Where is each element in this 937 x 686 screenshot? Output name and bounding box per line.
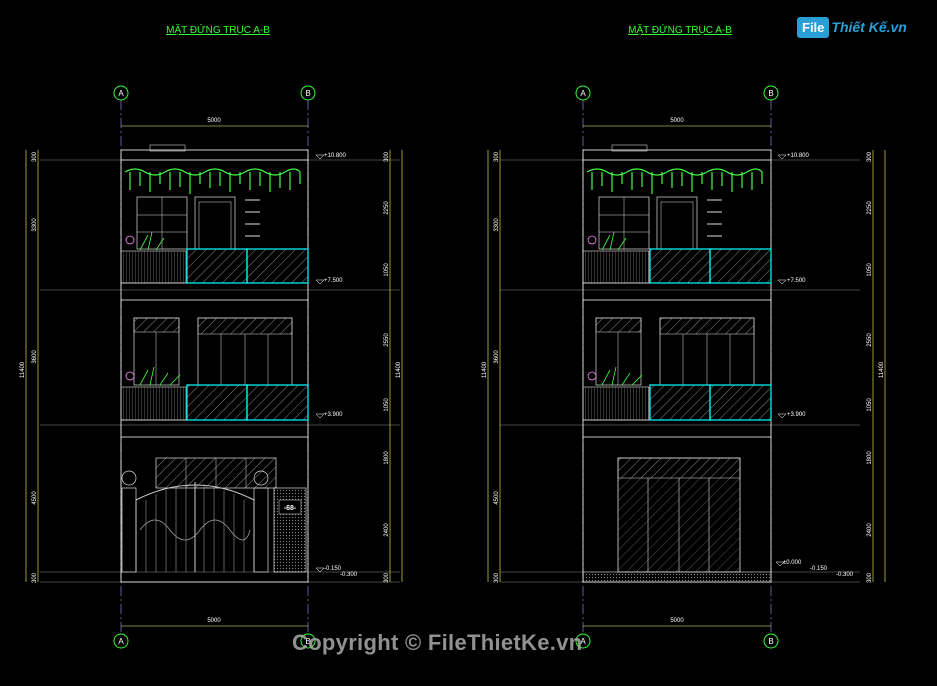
svg-text:1050: 1050 <box>384 398 390 412</box>
right-dims: 300 2250 1050 2550 1050 1800 2400 300 11… <box>384 151 402 583</box>
svg-text:2250: 2250 <box>384 201 390 215</box>
svg-text:300: 300 <box>384 572 390 583</box>
svg-text:2400: 2400 <box>384 523 390 537</box>
svg-text:+10.800: +10.800 <box>787 153 810 159</box>
left-dims: 300 3300 3600 4500 300 11400 <box>20 151 38 583</box>
svg-text:11400: 11400 <box>879 361 885 378</box>
elevation-right: MẶT ĐỨNG TRỤC A-B A B A B 5000 5000 <box>482 23 886 649</box>
svg-text:2400: 2400 <box>867 523 873 537</box>
svg-text:1050: 1050 <box>867 263 873 277</box>
svg-text:1050: 1050 <box>867 398 873 412</box>
svg-text:300: 300 <box>32 151 38 162</box>
svg-text:4500: 4500 <box>32 491 38 505</box>
svg-text:A: A <box>118 89 124 98</box>
svg-text:-0.150: -0.150 <box>324 566 342 572</box>
iron-gate <box>121 470 269 573</box>
svg-text:B: B <box>768 89 773 98</box>
svg-text:300: 300 <box>867 572 873 583</box>
width-dim-bottom: 5000 <box>670 618 684 624</box>
house-number: -68- <box>284 505 297 512</box>
svg-text:-0.300: -0.300 <box>340 572 358 578</box>
axis-bubble-b-bottom: B <box>300 633 316 649</box>
logo-rest-text: Thiết Kế.vn <box>831 19 907 35</box>
svg-text:B: B <box>768 637 773 646</box>
level-markers: +10.800 +7.500 +3.900 -0.150 -0.300 <box>324 153 358 578</box>
svg-text:3600: 3600 <box>32 350 38 364</box>
svg-text:+10.800: +10.800 <box>324 153 347 159</box>
svg-text:±0.000: ±0.000 <box>783 560 802 566</box>
svg-text:2250: 2250 <box>867 201 873 215</box>
svg-text:300: 300 <box>494 572 500 583</box>
svg-text:+3.900: +3.900 <box>324 412 343 418</box>
svg-text:1050: 1050 <box>384 263 390 277</box>
svg-text:2550: 2550 <box>384 333 390 347</box>
svg-text:300: 300 <box>494 151 500 162</box>
axis-bubble-a-bottom: A <box>575 633 591 649</box>
svg-text:4500: 4500 <box>494 491 500 505</box>
svg-text:A: A <box>580 89 586 98</box>
svg-text:3600: 3600 <box>494 350 500 364</box>
width-dim-top: 5000 <box>670 118 684 124</box>
axis-bubble-b-bottom: B <box>763 633 779 649</box>
svg-text:A: A <box>580 637 586 646</box>
site-logo: File Thiết Kế.vn <box>797 14 909 40</box>
svg-text:+7.500: +7.500 <box>787 278 806 284</box>
logo-box-text: File <box>797 16 830 38</box>
svg-text:300: 300 <box>867 151 873 162</box>
svg-text:1800: 1800 <box>867 451 873 465</box>
level-markers: +10.800 +7.500 +3.900 ±0.000 -0.150 -0.3… <box>783 153 854 578</box>
right-dims: 300 2250 1050 2550 1050 1800 2400 300 11… <box>867 151 885 583</box>
width-dim-bottom: 5000 <box>207 618 221 624</box>
axis-bubble-a-top: A <box>113 85 129 101</box>
svg-text:A: A <box>118 637 124 646</box>
svg-text:B: B <box>305 637 310 646</box>
svg-text:+3.900: +3.900 <box>787 412 806 418</box>
left-dims: 300 3300 3600 4500 300 11400 <box>482 151 500 583</box>
svg-text:-0.150: -0.150 <box>810 566 828 572</box>
svg-text:11400: 11400 <box>396 361 402 378</box>
svg-text:2550: 2550 <box>867 333 873 347</box>
svg-text:300: 300 <box>384 151 390 162</box>
svg-text:B: B <box>305 89 310 98</box>
copyright-watermark: Copyright © FileThietKe.vn <box>292 630 583 655</box>
svg-text:11400: 11400 <box>20 361 26 378</box>
svg-text:3300: 3300 <box>494 218 500 232</box>
hanging-plants-top <box>586 168 763 194</box>
svg-text:3300: 3300 <box>32 218 38 232</box>
svg-text:11400: 11400 <box>482 361 488 378</box>
axis-bubble-b-top: B <box>300 85 316 101</box>
ground-glass-doors <box>617 457 741 573</box>
elevation-title: MẶT ĐỨNG TRỤC A-B <box>166 23 270 36</box>
axis-bubble-b-top: B <box>763 85 779 101</box>
svg-text:-0.300: -0.300 <box>836 572 854 578</box>
hanging-plants-top <box>124 168 301 194</box>
svg-text:300: 300 <box>32 572 38 583</box>
width-dim-top: 5000 <box>207 118 221 124</box>
elevation-left: MẶT ĐỨNG TRỤC A-B A B A B 5000 5000 <box>20 23 403 649</box>
axis-bubble-a-bottom: A <box>113 633 129 649</box>
svg-text:+7.500: +7.500 <box>324 278 343 284</box>
svg-text:1800: 1800 <box>384 451 390 465</box>
axis-bubble-a-top: A <box>575 85 591 101</box>
elevation-title: MẶT ĐỨNG TRỤC A-B <box>628 23 732 36</box>
